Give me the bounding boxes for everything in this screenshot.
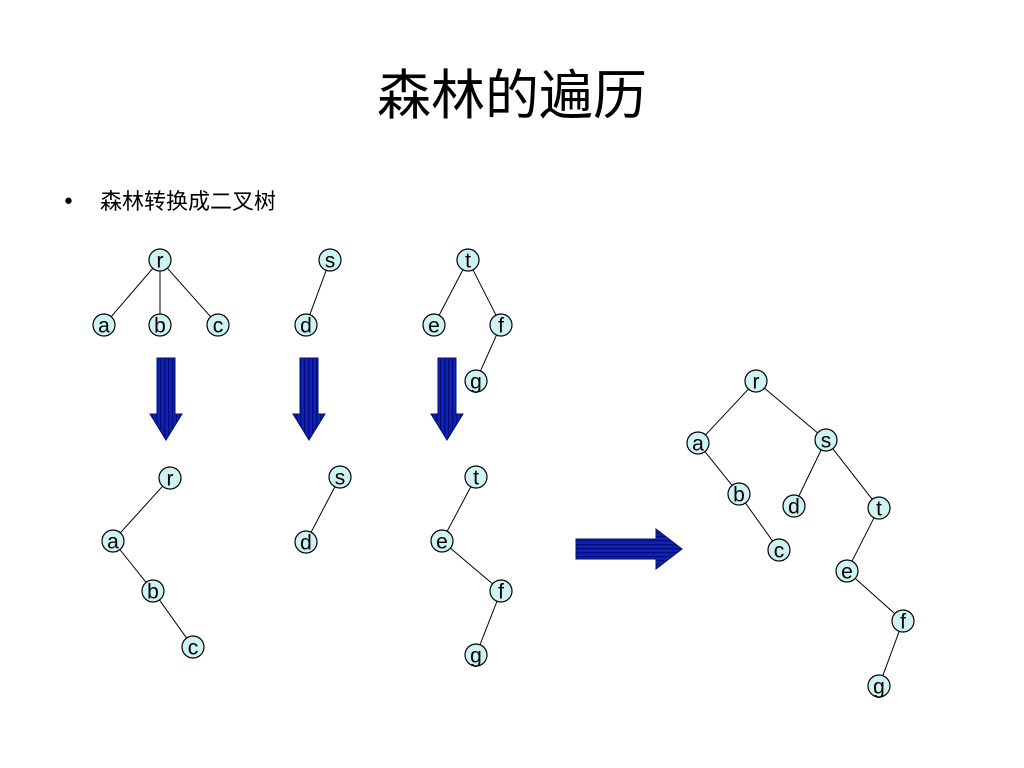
arrow-right-right-1 (575, 527, 683, 571)
binary-t-node-label-t: t (473, 467, 479, 490)
forest-r-edge-r-c (166, 267, 212, 318)
binary-r-edge-b-c (158, 599, 188, 639)
combined-node-label-s: s (821, 430, 832, 453)
forest-r-node-label-a: a (98, 315, 110, 338)
forest-s-edge-s-d (309, 270, 327, 315)
binary-r-node-label-r: r (167, 468, 174, 491)
combined-node-label-b: b (733, 484, 745, 507)
combined-edge-a-b (704, 451, 733, 486)
bullet-marker: • (62, 190, 75, 215)
combined-node-e: e (835, 559, 859, 584)
forest-r-edge-r-a (110, 268, 154, 317)
combined-node-s: s (814, 428, 838, 453)
binary-s-node-s: s (328, 465, 352, 490)
forest-r-node-label-r: r (157, 250, 164, 273)
forest-r-node-label-c: c (213, 315, 224, 338)
binary-r-node-b: b (141, 579, 165, 604)
forest-r-node-a: a (92, 313, 116, 338)
combined-edge-s-t (832, 448, 873, 500)
combined-node-label-a: a (692, 433, 704, 456)
combined-node-a: a (686, 431, 710, 456)
combined-edge-r-s (764, 387, 818, 434)
binary-t-edge-f-g (479, 601, 498, 645)
arrow-down-down-1 (149, 357, 183, 441)
binary-r-node-label-c: c (188, 637, 199, 660)
combined-node-label-f: f (900, 611, 906, 634)
binary-s-node-label-d: d (300, 532, 312, 555)
combined-node-t: t (867, 496, 891, 521)
binary-s-node-label-s: s (335, 467, 346, 490)
combined-node-r: r (744, 369, 768, 394)
forest-r-node-r: r (148, 248, 172, 273)
forest-t-node-label-t: t (465, 250, 471, 273)
binary-t-edge-t-e (446, 486, 472, 532)
binary-t-node-e: e (430, 529, 454, 554)
binary-r-node-label-b: b (147, 581, 159, 604)
combined-edge-b-c (744, 502, 774, 542)
forest-t-edge-t-f (472, 269, 497, 316)
forest-s-node-s: s (318, 248, 342, 273)
combined-node-label-t: t (876, 498, 882, 521)
forest-t-node-label-e: e (428, 315, 440, 338)
forest-t-node-label-f: f (498, 315, 504, 338)
binary-r-node-label-a: a (107, 531, 119, 554)
forest-t-node-f: f (489, 313, 513, 338)
slide-title: 森林的遍历 (377, 64, 647, 127)
forest-t-node-t: t (456, 248, 480, 273)
combined-node-g: g (867, 674, 891, 699)
binary-t-node-label-e: e (436, 531, 448, 554)
bullet-item: • 森林转换成二叉树 (62, 186, 276, 220)
binary-r-node-c: c (181, 635, 205, 660)
binary-s-node-d: d (294, 530, 318, 555)
forest-t-edge-t-e (438, 269, 464, 316)
combined-edge-r-a (705, 388, 749, 436)
forest-t-node-g: g (464, 369, 488, 394)
binary-t-node-g: g (464, 643, 488, 668)
combined-node-d: d (782, 494, 806, 519)
combined-node-f: f (891, 609, 915, 634)
forest-s-node-label-s: s (325, 250, 336, 273)
binary-s-edge-s-d (310, 486, 336, 533)
combined-node-c: c (767, 538, 791, 563)
arrow-down-down-2 (292, 357, 326, 441)
combined-edge-e-f (854, 577, 896, 615)
binary-t-node-label-g: g (470, 645, 482, 668)
combined-edge-f-g (882, 631, 900, 676)
arrow-down-down-3 (430, 357, 464, 441)
bullet-text: 森林转换成二叉树 (100, 190, 277, 215)
binary-t-edge-e-f (450, 547, 493, 585)
forest-t-edge-f-g (480, 334, 497, 372)
combined-node-label-c: c (774, 540, 785, 563)
forest-r-node-b: b (148, 313, 172, 338)
binary-r-node-r: r (158, 466, 182, 491)
binary-r-edge-a-b (119, 549, 147, 583)
forest-s-node-d: d (294, 313, 318, 338)
combined-node-label-e: e (841, 561, 853, 584)
forest-s-node-label-d: d (300, 315, 312, 338)
forest-r-node-label-b: b (154, 315, 166, 338)
combined-node-label-r: r (753, 371, 760, 394)
forest-t-node-label-g: g (470, 371, 482, 394)
forest-r-node-c: c (206, 313, 230, 338)
binary-t-node-f: f (489, 579, 513, 604)
combined-node-b: b (727, 482, 751, 507)
combined-node-label-g: g (873, 676, 885, 699)
binary-r-node-a: a (101, 529, 125, 554)
binary-t-node-label-f: f (498, 581, 504, 604)
combined-edge-t-e (851, 517, 875, 562)
forest-t-node-e: e (422, 313, 446, 338)
binary-t-node-t: t (464, 465, 488, 490)
combined-edge-s-d (798, 449, 822, 497)
combined-node-label-d: d (788, 496, 800, 519)
binary-r-edge-r-a (120, 485, 163, 534)
